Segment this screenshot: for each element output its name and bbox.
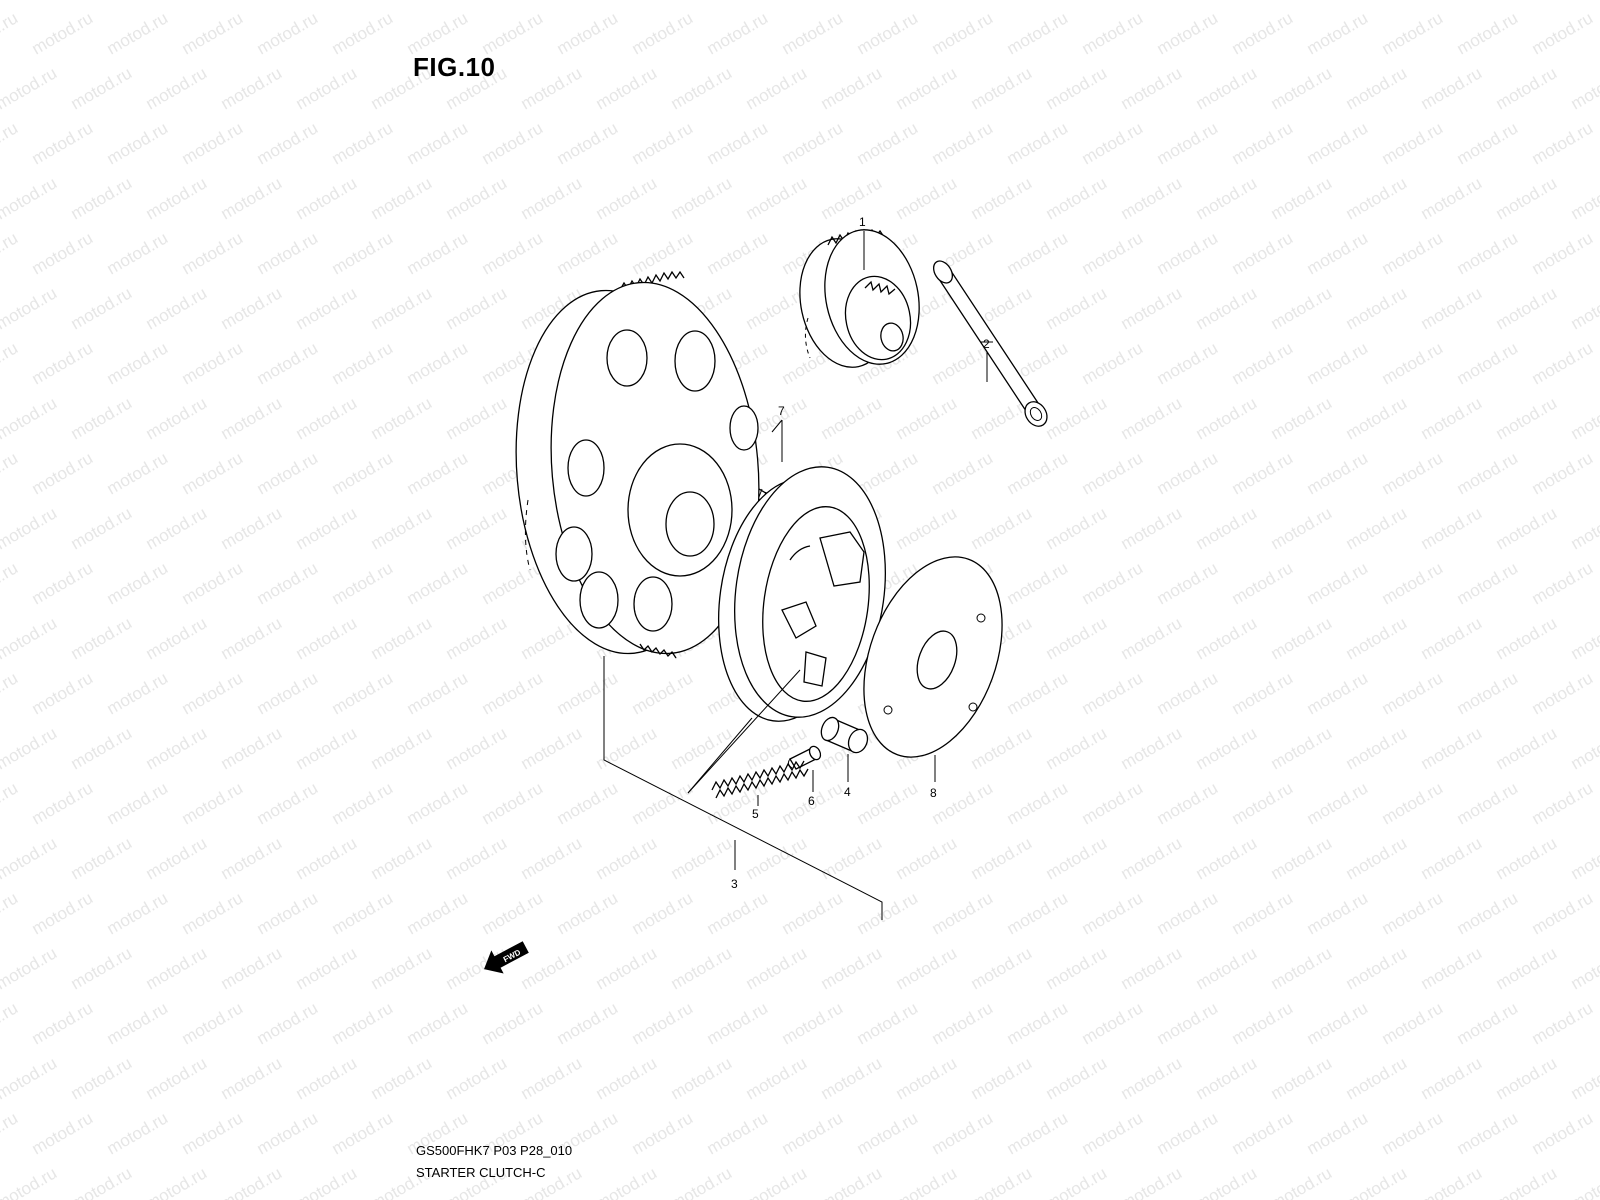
- part-4-roller: [820, 716, 869, 754]
- part-2-shaft: [932, 260, 1048, 427]
- callout-3: 3: [731, 877, 738, 891]
- part-8-washer: [863, 556, 1003, 758]
- callout-2: 2: [983, 337, 990, 351]
- callout-1: 1: [859, 215, 866, 229]
- part-1-idler-gear: [799, 228, 920, 368]
- figure-caption: STARTER CLUTCH-C: [416, 1165, 546, 1180]
- part-3-starter-driven-gear: [515, 270, 760, 659]
- callout-6: 6: [808, 794, 815, 808]
- part-5-spring: [711, 760, 809, 799]
- callout-7: 7: [778, 404, 785, 418]
- callout-4: 4: [844, 785, 851, 799]
- figure-code: GS500FHK7 P03 P28_010: [416, 1143, 573, 1158]
- figure-title: FIG.10: [413, 52, 496, 82]
- leader-lines: [603, 231, 993, 920]
- callout-labels: 1 2 3 4 5 6 7 8: [731, 215, 990, 891]
- part-6-pin: [787, 745, 822, 770]
- callout-5: 5: [752, 807, 759, 821]
- part-3-one-way-clutch: [717, 466, 886, 722]
- callout-8: 8: [930, 786, 937, 800]
- fwd-arrow-icon: FWD: [484, 941, 529, 974]
